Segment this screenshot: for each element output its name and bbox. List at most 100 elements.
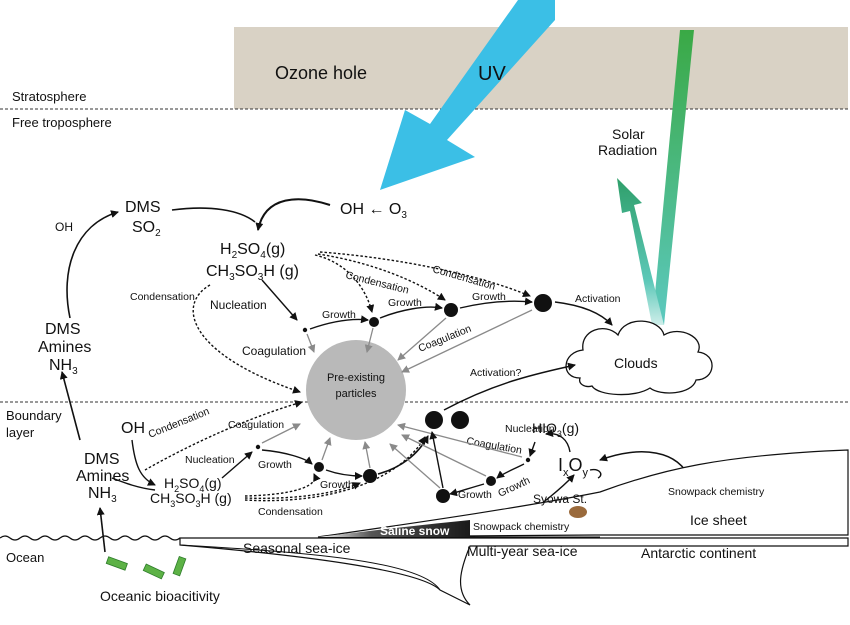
arrow-coag-small <box>364 327 374 353</box>
arrow-growth-boundary-2 <box>325 469 363 480</box>
free-troposphere-label: Free troposphere <box>12 115 112 130</box>
uv-arrow <box>380 0 555 190</box>
growth-right-1-label: Growth <box>458 489 492 501</box>
arrow-coag-tiny <box>306 333 316 353</box>
condensation-free-2: Condensation <box>431 263 497 292</box>
h2so4-free-label: H2SO4(g) <box>220 241 285 261</box>
growth-free-3: Growth <box>472 291 506 303</box>
growth-free-1: Growth <box>322 309 356 321</box>
particle-boundary-tiny <box>255 444 261 450</box>
stratosphere-label: Stratosphere <box>12 89 86 104</box>
clouds-shape <box>565 320 713 396</box>
arrow-cond-boundary-large <box>244 436 426 502</box>
arrow-cond-boundary-top <box>144 400 303 471</box>
arrow-coag-large <box>401 309 533 373</box>
arrow-coag-medium <box>397 317 447 361</box>
activation-q-label: Activation? <box>470 367 522 379</box>
pre-existing-particles-circle <box>306 340 406 440</box>
arrow-growth-1 <box>309 315 369 330</box>
nucleation-boundary-label: Nucleation <box>185 454 235 466</box>
arrow-bioactivity-up <box>96 507 106 553</box>
nucleation-free-label: Nucleation <box>210 298 267 312</box>
arrow-growth-right-1 <box>496 463 525 479</box>
boundary-label-2: layer <box>6 425 35 440</box>
arrow-oh-to-h2so4-boundary <box>131 439 156 486</box>
nh3-left-label: NH3 <box>49 357 78 377</box>
arrow-activation <box>554 301 613 326</box>
seasonal-sea-ice-label: Seasonal sea-ice <box>243 540 351 556</box>
arrow-nucleation-free <box>261 279 298 321</box>
particle-small <box>369 317 379 327</box>
arrow-activation-boundary <box>443 362 576 411</box>
so2-label: SO2 <box>132 219 161 239</box>
arrow-growth-2 <box>379 302 443 319</box>
condensation-boundary-bottom: Condensation <box>258 506 323 518</box>
coagulation-right-label: Coagulation <box>465 435 522 457</box>
arrow-coag-right-tiny <box>397 422 523 458</box>
arrow-coag-boundary-medium <box>362 441 371 469</box>
particle-boundary-large-2 <box>451 411 469 429</box>
particle-right-medium <box>436 489 450 503</box>
ozone-hole-label: Ozone hole <box>275 63 367 83</box>
arrow-cond-boundary-small <box>244 473 321 497</box>
phytoplankton-icons <box>105 556 187 580</box>
arrow-nucleation-right <box>528 441 537 457</box>
arrow-cond-large <box>319 251 531 297</box>
dms-left-label: DMS <box>45 321 81 338</box>
saline-snow-band <box>318 520 470 537</box>
arrow-cond-boundary-medium <box>244 482 361 500</box>
arrow-coag-right-medium <box>389 443 441 489</box>
ocean-label: Ocean <box>6 550 44 565</box>
arrow-growth-3 <box>459 297 533 309</box>
arrow-snowpack-up <box>589 468 602 479</box>
growth-boundary-1: Growth <box>258 459 292 471</box>
arrow-growth-boundary-1 <box>261 449 313 465</box>
oh-o3-label: OH ← O3 <box>340 201 407 221</box>
saline-snow-label: Saline snow <box>380 524 450 538</box>
arrow-so2-join <box>171 207 256 223</box>
coagulation-right-free: Coagulation <box>417 323 474 355</box>
oceanic-bioactivity-label: Oceanic bioacitivity <box>100 588 220 604</box>
amines-boundary-label: Amines <box>76 468 129 485</box>
arrow-nucleation-boundary <box>221 451 253 479</box>
ozone-hole-band <box>234 27 848 109</box>
ice-sheet-outline <box>317 449 849 538</box>
ch3so3h-boundary-label: CH3SO3H (g) <box>150 490 232 509</box>
arrow-dms-to-so2 <box>66 210 119 319</box>
particle-medium <box>444 303 458 317</box>
snowpack-left-label: Snowpack chemistry <box>473 521 570 533</box>
solar-label-2: Radiation <box>598 142 657 158</box>
h2so4-boundary-label: H2SO4(g) <box>164 475 222 494</box>
boundary-label-1: Boundary <box>6 408 62 423</box>
arrow-growth-right-2 <box>449 483 485 497</box>
coagulation-boundary-top: Coagulation <box>228 419 284 431</box>
syowa-station-mound <box>569 506 587 518</box>
arrow-boundary-to-free <box>59 371 81 441</box>
sea-ice-bottom <box>179 544 441 591</box>
arrow-ixoy-to-hio3 <box>545 429 571 453</box>
arrow-coag-boundary-small <box>321 437 332 461</box>
ixoy-label: IxOy <box>558 455 589 479</box>
oh-left-label: OH <box>55 220 73 234</box>
solar-label-1: Solar <box>612 126 645 142</box>
arrow-coag-right-small <box>401 434 487 477</box>
ch3so3h-free-label: CH3SO3H (g) <box>206 263 299 283</box>
particle-boundary-large-1 <box>425 411 443 429</box>
coagulation-free-label: Coagulation <box>242 344 306 358</box>
dms-boundary-label: DMS <box>84 451 120 468</box>
growth-free-2: Growth <box>388 297 422 309</box>
sea-ice-outline <box>179 537 849 606</box>
syowa-label: Syowa St. <box>533 492 587 506</box>
particle-right-tiny <box>525 457 531 463</box>
particle-right-small <box>486 476 496 486</box>
arrow-growth-right-3 <box>429 431 444 489</box>
growth-right-2-label: Growth <box>496 474 532 499</box>
arrow-dms-to-h2so4-boundary <box>111 477 156 491</box>
amines-left-label: Amines <box>38 339 91 356</box>
sea-surface-waves <box>0 535 181 541</box>
particle-large <box>534 294 552 312</box>
clouds-label: Clouds <box>614 355 658 371</box>
arrow-cond-small <box>314 254 375 313</box>
